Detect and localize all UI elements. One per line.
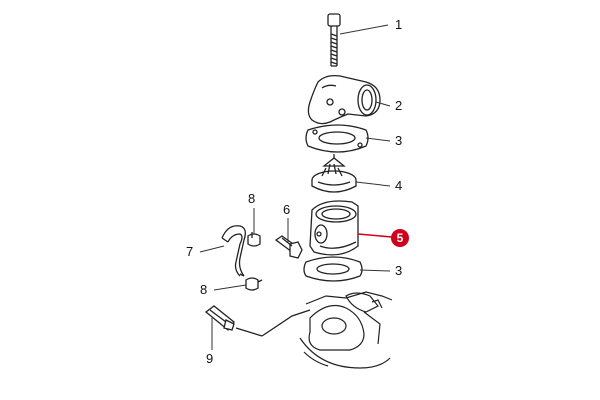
- callout-5: 5: [397, 231, 404, 245]
- part-temperature-sensor: [204, 305, 311, 337]
- callout-8-upper: 8: [248, 191, 255, 206]
- callout-3-upper: 3: [395, 133, 402, 148]
- callout-5-badge: 5: [391, 229, 409, 247]
- callout-9: 9: [206, 351, 213, 366]
- part-thermostat-housing: [307, 74, 381, 125]
- callout-6: 6: [283, 202, 290, 217]
- callout-labels: 1 2 3 4 3 6 7 8 8 9: [186, 17, 402, 366]
- part-hose-clamp-upper: [247, 232, 261, 247]
- part-gasket-upper: [305, 124, 369, 153]
- part-housing-body: [309, 200, 359, 256]
- callout-4: 4: [395, 178, 402, 193]
- callout-1: 1: [395, 17, 402, 32]
- callout-7: 7: [186, 244, 193, 259]
- callout-8-lower: 8: [200, 282, 207, 297]
- leader-lines: [199, 24, 391, 350]
- part-bolt: [327, 13, 341, 67]
- part-hose: [221, 225, 246, 277]
- callout-5-leader: [357, 233, 393, 238]
- part-elbow-fitting: [274, 235, 303, 259]
- callout-2: 2: [395, 98, 402, 113]
- part-engine-block-fragment: [299, 291, 393, 369]
- part-thermostat: [311, 154, 357, 193]
- part-gasket-lower: [303, 256, 363, 282]
- callout-3-lower: 3: [395, 263, 402, 278]
- part-hose-clamp-lower: [245, 277, 263, 291]
